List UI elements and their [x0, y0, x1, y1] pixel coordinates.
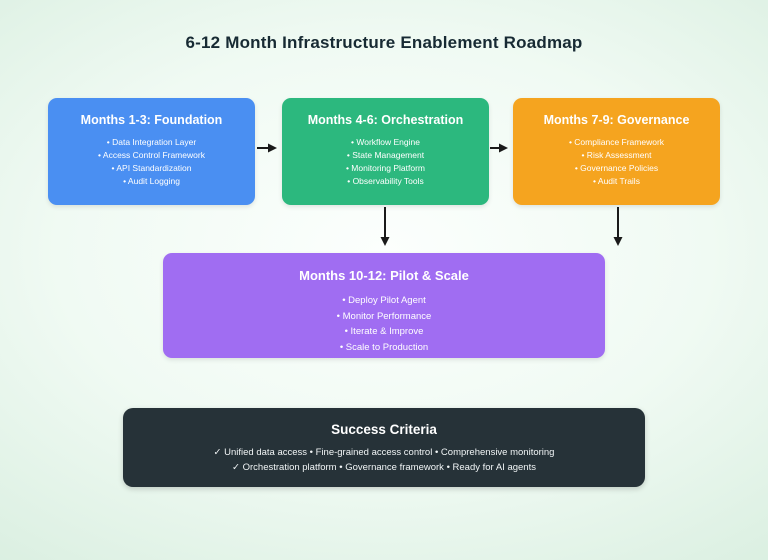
- phase-item: • Deploy Pilot Agent: [342, 295, 426, 306]
- phase-card-pilot-scale: Months 10-12: Pilot & Scale • Deploy Pil…: [163, 253, 605, 358]
- phase-item: • Monitoring Platform: [345, 163, 426, 173]
- phase-item-list: • Deploy Pilot Agent • Monitor Performan…: [163, 293, 605, 355]
- success-criteria-lines: ✓ Unified data access • Fine-grained acc…: [123, 445, 645, 475]
- phase-item-list: • Workflow Engine • State Management • M…: [282, 136, 489, 188]
- phase-title: Months 7-9: Governance: [543, 113, 690, 127]
- phase-item: • Monitor Performance: [336, 310, 432, 322]
- phase-item: • API Standardization: [111, 163, 192, 173]
- page-title: 6-12 Month Infrastructure Enablement Roa…: [185, 33, 583, 52]
- phase-item: • Risk Assessment: [581, 150, 652, 160]
- phase-title: Months 10-12: Pilot & Scale: [299, 268, 469, 283]
- phase-card-governance: Months 7-9: Governance • Compliance Fram…: [513, 98, 720, 205]
- phase-item: • Iterate & Improve: [344, 326, 424, 337]
- success-criteria-title: Success Criteria: [331, 422, 437, 437]
- phase-item: • State Management: [346, 150, 425, 160]
- phase-title: Months 1-3: Foundation: [80, 113, 223, 127]
- phase-title: Months 4-6: Orchestration: [307, 113, 464, 127]
- success-criteria-line: ✓ Unified data access • Fine-grained acc…: [213, 447, 555, 458]
- phase-item: • Audit Logging: [123, 176, 180, 186]
- phase-item: • Governance Policies: [574, 163, 659, 173]
- phase-item: • Scale to Production: [339, 341, 429, 353]
- phase-item: • Data Integration Layer: [106, 137, 197, 147]
- phase-item-list: • Compliance Framework • Risk Assessment…: [513, 136, 720, 188]
- success-criteria-line: ✓ Orchestration platform • Governance fr…: [232, 462, 536, 473]
- phase-item: • Workflow Engine: [351, 137, 420, 147]
- phase-item-list: • Data Integration Layer • Access Contro…: [48, 136, 255, 188]
- phase-item: • Access Control Framework: [98, 150, 205, 160]
- phase-item: • Compliance Framework: [568, 137, 665, 147]
- phase-card-foundation: Months 1-3: Foundation • Data Integratio…: [48, 98, 255, 205]
- phase-item: • Observability Tools: [347, 176, 424, 186]
- phase-card-orchestration: Months 4-6: Orchestration • Workflow Eng…: [282, 98, 489, 205]
- success-criteria-card: Success Criteria ✓ Unified data access •…: [123, 408, 645, 487]
- phase-item: • Audit Trails: [593, 176, 640, 186]
